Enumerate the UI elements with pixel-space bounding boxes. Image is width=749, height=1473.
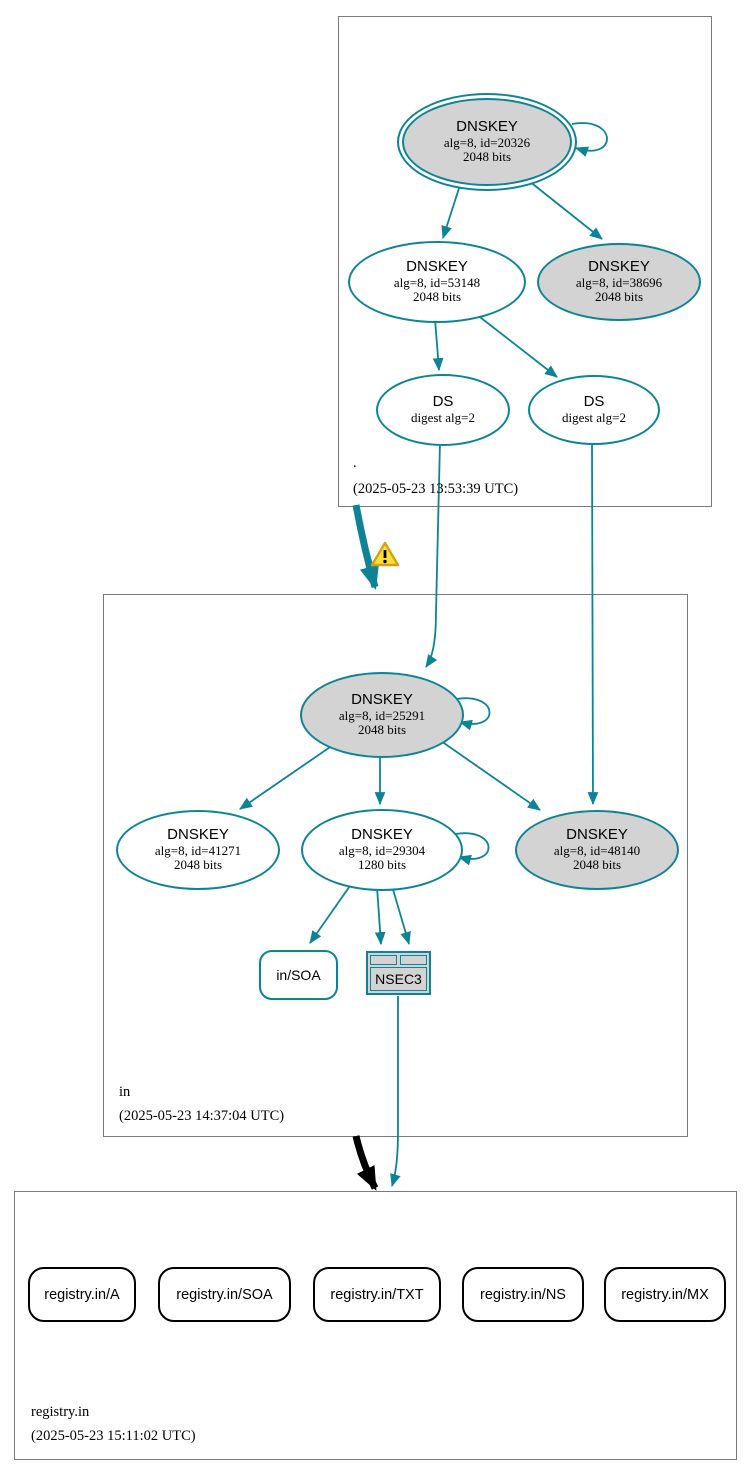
dnskey-38696-detail: alg=8, id=38696 (575, 274, 663, 290)
cluster-root-timestamp: (2025-05-23 13:53:39 UTC) (353, 481, 519, 497)
dnskey-41271-title: DNSKEY (167, 826, 229, 844)
dnskey-53148-title: DNSKEY (406, 258, 468, 276)
dnskey-38696-node[interactable]: DNSKEY alg=8, id=38696 2048 bits (537, 243, 701, 321)
dnskey-25291-node[interactable]: DNSKEY alg=8, id=25291 2048 bits (300, 672, 464, 758)
rrset-registry-in-a-node[interactable]: registry.in/A (28, 1267, 136, 1322)
nsec3-node[interactable]: NSEC3 (366, 951, 431, 995)
dnskey-48140-title: DNSKEY (566, 826, 628, 844)
dnskey-25291-detail: alg=8, id=25291 (338, 707, 426, 723)
nsec3-cell-right (400, 955, 427, 965)
dnskey-48140-node[interactable]: DNSKEY alg=8, id=48140 2048 bits (515, 810, 679, 890)
rrset-in-soa-label: in/SOA (276, 967, 321, 983)
ds-right-title: DS (583, 393, 605, 411)
dnskey-41271-node[interactable]: DNSKEY alg=8, id=41271 2048 bits (116, 810, 280, 890)
rrset-registry-in-mx-label: registry.in/MX (621, 1286, 709, 1303)
ds-left-title: DS (432, 393, 454, 411)
cluster-in-timestamp: (2025-05-23 14:37:04 UTC) (119, 1108, 285, 1124)
dnskey-20326-bits: 2048 bits (462, 149, 512, 165)
dnskey-25291-title: DNSKEY (351, 691, 413, 709)
dnskey-20326-title: DNSKEY (456, 118, 518, 136)
warning-triangle-icon (370, 541, 400, 567)
rrset-registry-in-mx-node[interactable]: registry.in/MX (604, 1267, 726, 1322)
cluster-registry-in-label: registry.in (31, 1404, 90, 1420)
cluster-root-label: . (353, 455, 357, 471)
dnskey-38696-title: DNSKEY (588, 258, 650, 276)
cluster-in-label: in (119, 1084, 131, 1100)
rrset-registry-in-txt-node[interactable]: registry.in/TXT (313, 1267, 441, 1322)
edge-in-to-registry-delegation (352, 1135, 379, 1191)
rrset-registry-in-ns-label: registry.in/NS (480, 1286, 566, 1303)
nsec3-label: NSEC3 (370, 967, 427, 991)
dnskey-29304-detail: alg=8, id=29304 (338, 842, 426, 858)
dnskey-25291-bits: 2048 bits (357, 722, 407, 738)
dnskey-53148-detail: alg=8, id=53148 (393, 274, 481, 290)
cluster-root (338, 16, 712, 507)
dnskey-29304-bits: 1280 bits (357, 857, 407, 873)
rrset-in-soa-node[interactable]: in/SOA (259, 950, 338, 1000)
dnskey-48140-bits: 2048 bits (572, 857, 622, 873)
rrset-registry-in-soa-node[interactable]: registry.in/SOA (158, 1267, 291, 1322)
dnskey-29304-title: DNSKEY (351, 826, 413, 844)
ds-left-detail: digest alg=2 (410, 410, 476, 426)
ds-right-detail: digest alg=2 (561, 410, 627, 426)
ds-right-node[interactable]: DS digest alg=2 (528, 375, 660, 445)
rrset-registry-in-a-label: registry.in/A (44, 1286, 120, 1303)
dnskey-41271-bits: 2048 bits (173, 857, 223, 873)
dnskey-48140-detail: alg=8, id=48140 (553, 842, 641, 858)
dnskey-20326-detail: alg=8, id=20326 (443, 134, 531, 150)
dnskey-41271-detail: alg=8, id=41271 (154, 842, 242, 858)
cluster-registry-in (14, 1191, 737, 1460)
dnskey-53148-node[interactable]: DNSKEY alg=8, id=53148 2048 bits (348, 241, 526, 323)
rrset-registry-in-ns-node[interactable]: registry.in/NS (462, 1267, 584, 1322)
nsec3-header-cells (370, 955, 427, 965)
ds-left-node[interactable]: DS digest alg=2 (376, 374, 510, 446)
dnskey-53148-bits: 2048 bits (412, 289, 462, 305)
rrset-registry-in-txt-label: registry.in/TXT (330, 1286, 424, 1303)
nsec3-cell-left (370, 955, 397, 965)
dnskey-29304-node[interactable]: DNSKEY alg=8, id=29304 1280 bits (301, 809, 463, 891)
dnskey-20326-node[interactable]: DNSKEY alg=8, id=20326 2048 bits (402, 98, 572, 186)
rrset-registry-in-soa-label: registry.in/SOA (176, 1286, 273, 1303)
cluster-registry-in-timestamp: (2025-05-23 15:11:02 UTC) (31, 1428, 196, 1444)
dnskey-38696-bits: 2048 bits (594, 289, 644, 305)
